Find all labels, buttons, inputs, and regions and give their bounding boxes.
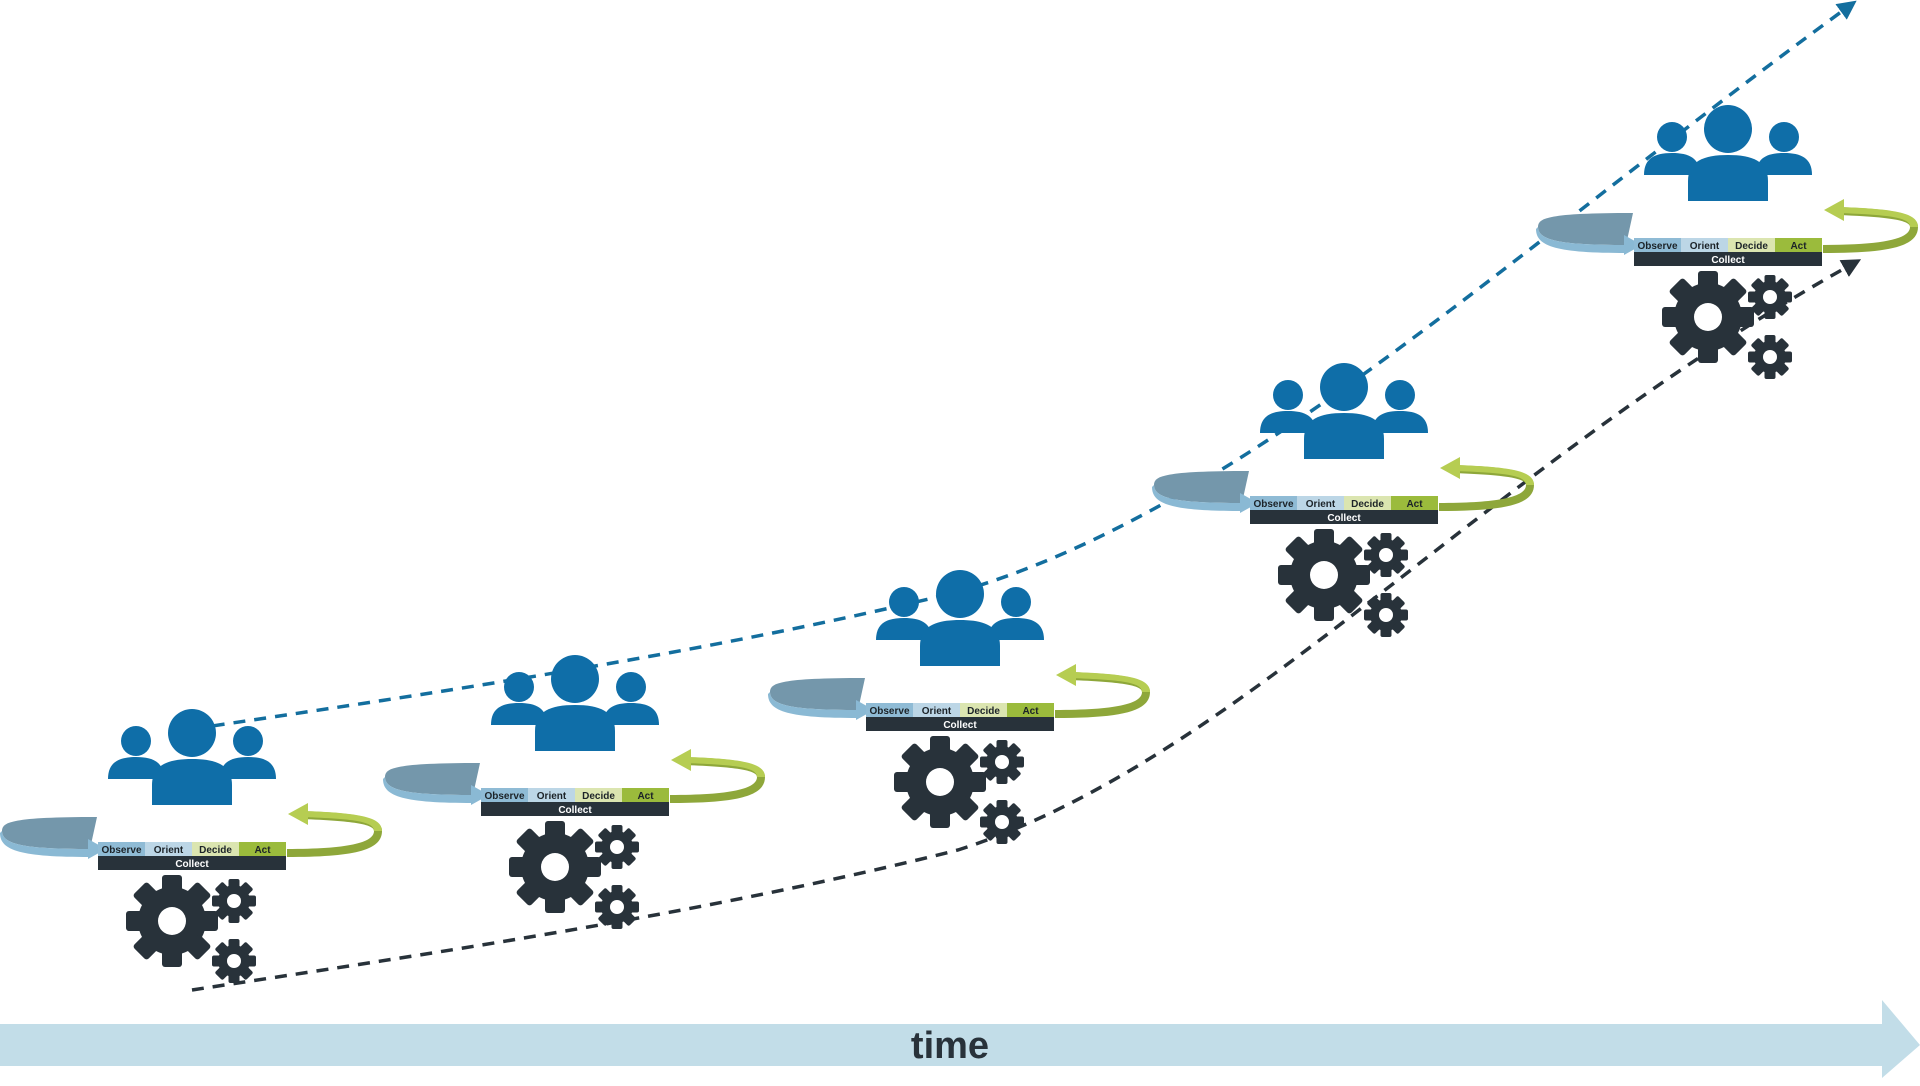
- people-trend-arrow: [191, 0, 1857, 731]
- stage-label-observe: Observe: [869, 706, 909, 717]
- cycle-graphic: [1152, 363, 1534, 637]
- stage-label-orient: Orient: [922, 706, 952, 717]
- system-trend-arrow: [191, 259, 1862, 992]
- stage-label-collect: Collect: [175, 859, 209, 870]
- stage-label-observe: Observe: [101, 845, 141, 856]
- stage-label-decide: Decide: [1351, 499, 1384, 510]
- cycle-graphic: [768, 570, 1150, 844]
- stage-label-observe: Observe: [1637, 241, 1677, 252]
- time-arrow-icon: [0, 1000, 1920, 1078]
- stage-label-orient: Orient: [537, 791, 567, 802]
- stage-label-collect: Collect: [558, 805, 592, 816]
- stage-label-observe: Observe: [484, 791, 524, 802]
- stage-label-decide: Decide: [967, 706, 1000, 717]
- stage-label-orient: Orient: [154, 845, 184, 856]
- stage-label-act: Act: [1790, 241, 1807, 252]
- cycle-graphic: [383, 655, 765, 929]
- time-axis-label: time: [911, 1025, 989, 1067]
- stage-label-decide: Decide: [1735, 241, 1768, 252]
- stage-label-collect: Collect: [1711, 255, 1745, 266]
- stage-label-orient: Orient: [1690, 241, 1720, 252]
- stage-label-orient: Orient: [1306, 499, 1336, 510]
- stage-label-act: Act: [1022, 706, 1039, 717]
- cycle-graphic: [0, 709, 382, 983]
- stage-label-observe: Observe: [1253, 499, 1293, 510]
- stage-label-decide: Decide: [582, 791, 615, 802]
- cycle-graphic: [1536, 105, 1918, 379]
- stage-label-act: Act: [637, 791, 654, 802]
- stage-label-act: Act: [1406, 499, 1423, 510]
- stage-label-act: Act: [254, 845, 271, 856]
- stage-label-collect: Collect: [1327, 513, 1361, 524]
- stage-label-collect: Collect: [943, 720, 977, 731]
- stage-label-decide: Decide: [199, 845, 232, 856]
- time-axis: time: [0, 1000, 1920, 1078]
